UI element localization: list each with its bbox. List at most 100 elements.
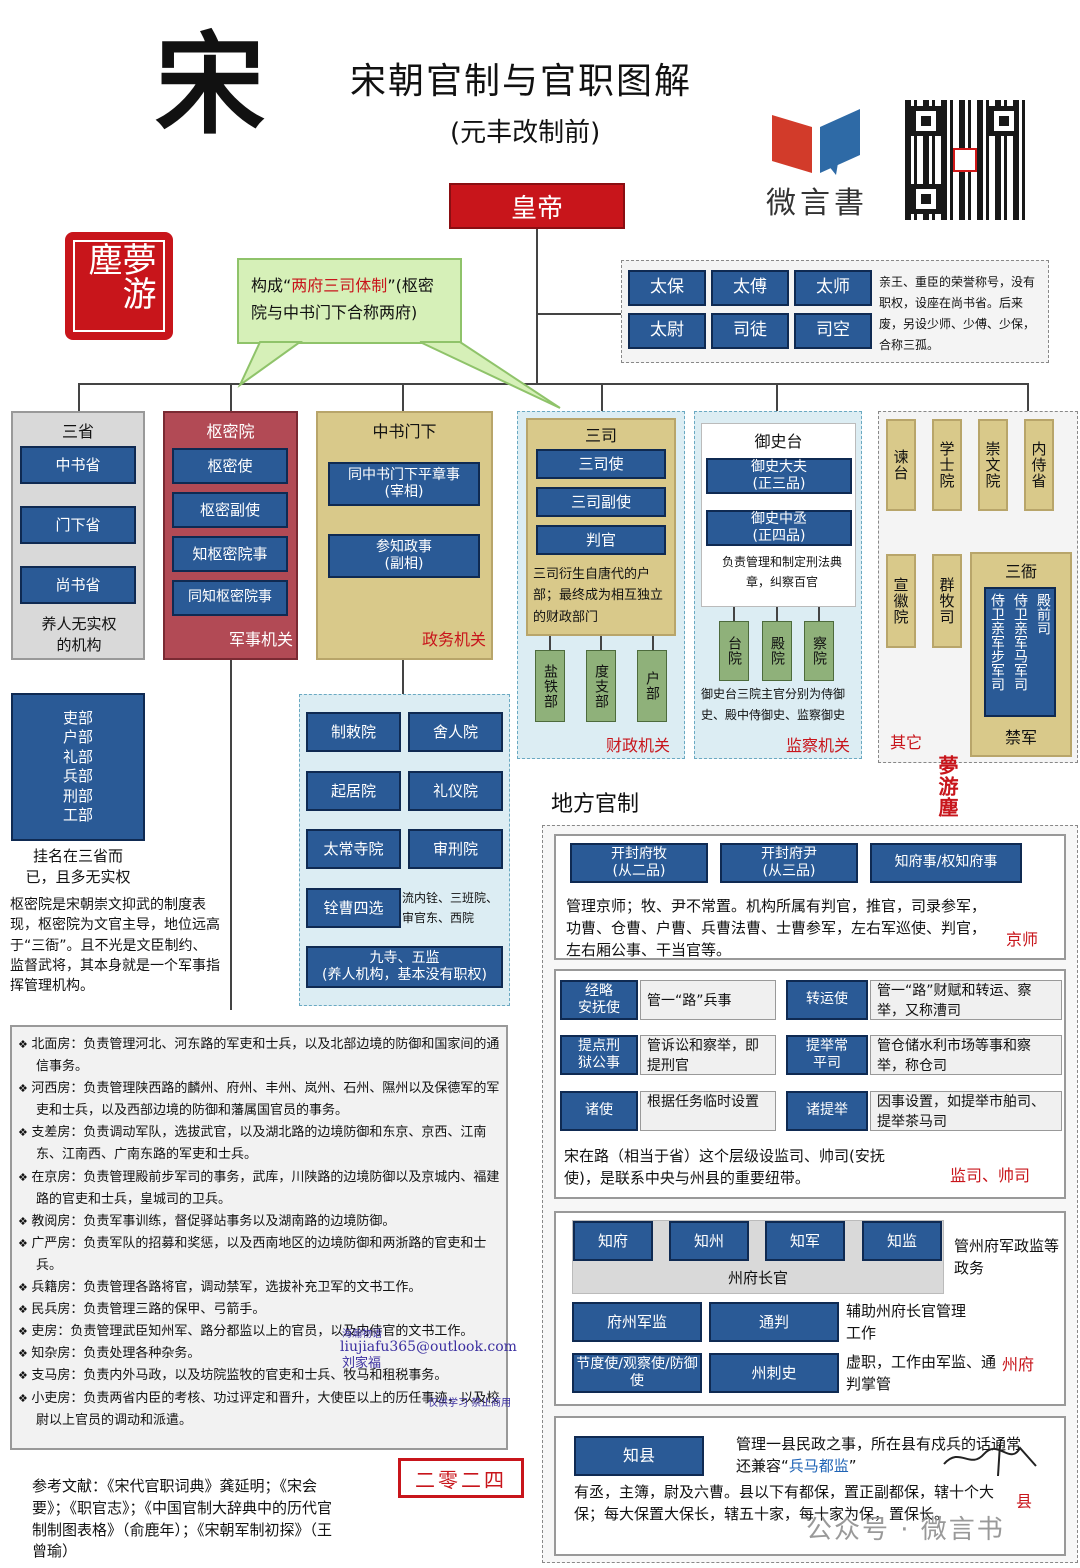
kaifeng-yin: 开封府尹 (从三品) xyxy=(720,843,858,883)
list-item: 支马房：负责内外马政，以及坊院监牧的官吏和士兵、牧马和租税事务。 xyxy=(18,1365,502,1387)
sansi-foot: 财政机关 xyxy=(605,736,670,755)
list-item: 吏房：负责管理武臣知州军、路分都监以上的官员，以及内侍官的文书工作。 xyxy=(18,1321,502,1343)
hubu: 户部 xyxy=(62,728,93,746)
yushi-foot: 监察机关 xyxy=(785,736,850,755)
yushi-note: 负责管理和制定刑法典章，纠察百官 xyxy=(721,555,842,590)
zhi-shumi: 知枢密院事 xyxy=(172,536,288,572)
tai-yuan: 台院 xyxy=(719,621,749,681)
zhongshu-title: 中书门下 xyxy=(372,422,437,441)
list-item: 教阅房：负责军事训练，督促驿站事务以及湖南路的边境防御。 xyxy=(18,1211,502,1233)
sanya-title: 三衙 xyxy=(1004,562,1037,581)
sansi-note: 三司衍生自唐代的户部；最终成为相互独立的财政部门 xyxy=(533,567,664,625)
kaifeng-mu: 开封府牧 (从二品) xyxy=(570,843,708,883)
honor-sikong: 司空 xyxy=(794,313,872,349)
bingbu: 兵部 xyxy=(62,767,93,785)
jiedushi: 节度使/观察使/防御使 xyxy=(572,1353,702,1393)
jian-tai: 谏台 xyxy=(886,419,916,511)
jinglue-desc-box: 管一“路”兵事 xyxy=(640,980,776,1020)
watermark-a: 海瀚物语 xyxy=(342,1329,382,1340)
list-item: 知杂房：负责处理各种杂务。 xyxy=(18,1343,502,1365)
honor-taifu: 太傅 xyxy=(711,270,789,306)
xian-desc2: 有丞，主簿，尉及六曹。县以下有都保，置正副都保，辖十个大保；每大保置大保长，辖五… xyxy=(574,1483,995,1523)
pingzhangshi: 同中书门下平章事 (宰相) xyxy=(328,462,480,506)
majun-si: 侍卫亲军马军司 xyxy=(1012,593,1028,691)
brand-name: 微言書 xyxy=(766,186,868,221)
zhi-xian: 知县 xyxy=(574,1436,704,1476)
r3-note: 虚职，工作由军监、通判掌管 xyxy=(846,1353,997,1393)
signature-icon xyxy=(943,1443,1037,1477)
list-item: 北面房：负责管理河北、河东路的军吏和士兵，以及北部边境的防御和国家间的通信事务。 xyxy=(18,1034,502,1078)
zhu-tiju: 诸提举 xyxy=(786,1091,868,1131)
callout-pointer xyxy=(237,341,561,409)
sansi-title: 三司 xyxy=(584,426,617,445)
jingshi-tag: 京师 xyxy=(1006,930,1039,949)
gongbu: 工部 xyxy=(62,806,93,824)
shumi-foot: 军事机关 xyxy=(228,630,293,649)
list-item: 支差房：负责调动军队，选拔武官，以及湖北路的边境防御和东京、京西、江南东、江南西… xyxy=(18,1122,502,1166)
liunei-note: 流内铨、三班院、审官东、西院 xyxy=(402,891,499,926)
red-seal-2-icon: 夢游塵 xyxy=(935,755,959,818)
shumi-desc: 枢密院是宋朝崇文抑武的制度表现，枢密院为文官主导，地位远高于“三衙”。且不光是文… xyxy=(10,897,220,995)
qr-code-icon xyxy=(905,100,1025,220)
zhi-fu: 知府 xyxy=(573,1221,653,1261)
honor-taiwei: 太尉 xyxy=(628,313,706,349)
lu-tag: 监司、帅司 xyxy=(950,1166,1031,1185)
shenxing-yuan: 审刑院 xyxy=(408,829,503,869)
zhuanyun-shi: 转运使 xyxy=(786,980,868,1020)
watermark-d: 仅供学习 禁止商用 xyxy=(428,1398,512,1409)
canzhi-zhengshi: 参知政事 (副相) xyxy=(328,534,480,578)
xuanhui-yuan: 宣徽院 xyxy=(886,554,916,648)
sansi-panguan: 判官 xyxy=(536,525,666,555)
tongzhi-shumi: 同知枢密院事 xyxy=(172,580,288,616)
shumi-fushi: 枢密副使 xyxy=(172,492,288,528)
honor-taibao: 太保 xyxy=(628,270,706,306)
references: 参考文献：《宋代官职词典》龚延明；《宋会要》；《职官志》；《中国官制大辞典中的历… xyxy=(32,1477,333,1561)
military-list: 北面房：负责管理河北、河东路的军吏和士兵，以及北部边境的防御和国家间的通信事务。… xyxy=(18,1034,502,1432)
tongpan: 通判 xyxy=(709,1302,839,1342)
taichang-siyuan: 太常寺院 xyxy=(306,829,401,869)
xian-desc1: 管理一县民政之事，所在县有戍兵的话通常还兼容“兵马都监” xyxy=(736,1435,1022,1475)
local-title: 地方官制 xyxy=(551,792,640,817)
sanya-items: 殿前司 侍卫亲军马军司 侍卫亲军步军司 xyxy=(984,587,1056,717)
callout-box: 构成“两府三司体制”(枢密院与中书门下合称两府) xyxy=(237,258,462,344)
zhi-jun: 知军 xyxy=(765,1221,845,1261)
jiusi-wujian: 九寺、五监 (养人机构，基本没有职权) xyxy=(306,946,503,988)
lu-desc: 宋在路（相当于省）这个层级设监司、帅司(安抚使)，是联系中央与州县的重要纽带。 xyxy=(564,1147,885,1187)
yantie-bu: 盐铁部 xyxy=(535,650,565,722)
r2-note: 辅助州府长官管理工作 xyxy=(846,1302,967,1342)
neishi-sheng: 内侍省 xyxy=(1024,419,1054,511)
honor-situ: 司徒 xyxy=(711,313,789,349)
libu2: 礼部 xyxy=(62,747,93,766)
sheren-yuan: 舍人院 xyxy=(408,712,503,752)
book-logo-icon xyxy=(770,105,865,175)
zhou-label: 州府长官 xyxy=(727,1269,788,1287)
qiju-yuan: 起居院 xyxy=(306,771,401,811)
jinglue-anfushi: 经略 安抚使 xyxy=(560,980,638,1020)
watermark-c: 刘家福 xyxy=(342,1356,382,1371)
yushi-note2: 御史台三院主官分别为侍御史、殿中侍御史、监察御史 xyxy=(701,687,846,722)
list-item: 小吏房：负责两省内臣的考核、功过评定和晋升，大使臣以上的历任事迹，以及校尉以上官… xyxy=(18,1388,502,1432)
liubu-note: 挂名在三省而已，且多无实权 xyxy=(25,847,131,886)
bujun-si: 侍卫亲军步军司 xyxy=(989,593,1005,691)
list-item: 民兵房：负责管理三路的保甲、弓箭手。 xyxy=(18,1299,502,1321)
list-item: 河西房：负责管理陕西路的麟州、府州、丰州、岚州、石州、隰州以及保德军的军吏和士兵… xyxy=(18,1078,502,1122)
cha-yuan: 察院 xyxy=(804,621,834,681)
other-foot: 其它 xyxy=(890,733,923,752)
zhifu-shi: 知府事/权知府事 xyxy=(870,843,1022,883)
zhu-shi: 诸使 xyxy=(560,1091,638,1131)
zhi-jian: 知监 xyxy=(862,1221,942,1261)
dianqian-si: 殿前司 xyxy=(1035,593,1051,635)
hu-bu: 户部 xyxy=(637,650,667,722)
sansi-fushi: 三司副使 xyxy=(536,487,666,517)
honor-taishi: 太师 xyxy=(794,270,872,306)
xian-tag: 县 xyxy=(1016,1492,1033,1511)
zhi-zhou: 知州 xyxy=(669,1221,749,1261)
zhongshu-foot: 政务机关 xyxy=(421,630,486,649)
zhichi-yuan: 制敕院 xyxy=(306,712,401,752)
yushi-dafu: 御史大夫 (正三品) xyxy=(706,458,852,494)
sansheng-note: 养人无实权的机构 xyxy=(41,615,117,654)
page-title: 宋朝官制与官职图解 xyxy=(350,61,693,102)
duzhi-bu: 度支部 xyxy=(586,650,616,722)
footer-watermark: 公众号 · 微言书 xyxy=(806,1515,1005,1545)
zhou-note: 管州府军政监等政务 xyxy=(954,1237,1060,1277)
